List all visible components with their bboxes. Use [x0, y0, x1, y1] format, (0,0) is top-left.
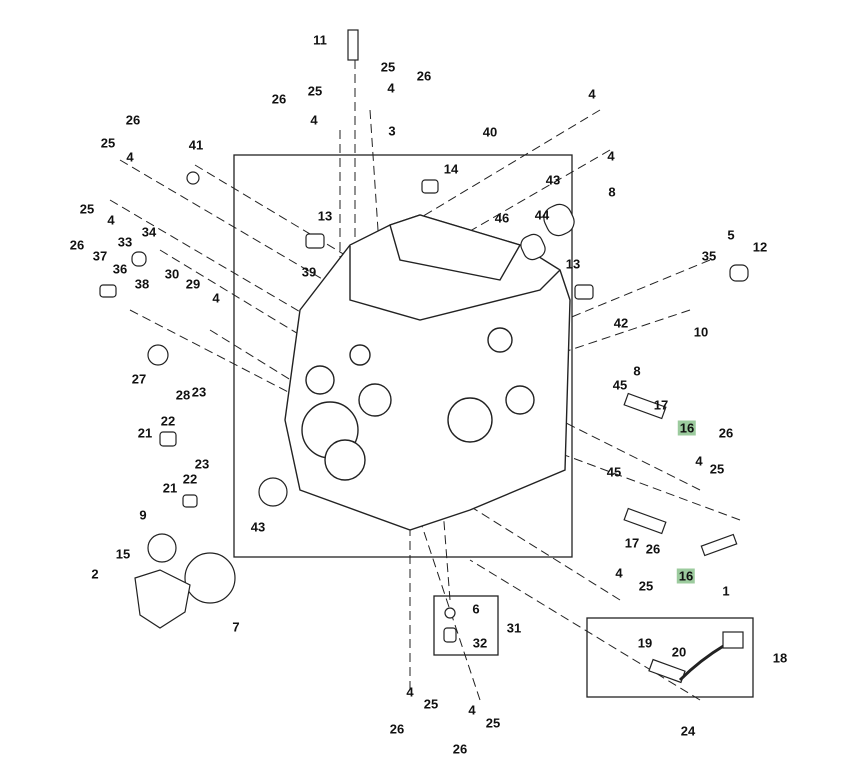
highlighted-callout-label[interactable]: 16 — [677, 420, 697, 436]
callout-label: 26 — [125, 112, 141, 128]
callout-label: 23 — [194, 456, 210, 472]
callout-label: 34 — [141, 224, 157, 240]
callout-label: 13 — [317, 208, 333, 224]
callout-label: 4 — [212, 290, 220, 306]
callout-label: 29 — [185, 276, 201, 292]
callout-label: 4 — [615, 565, 623, 581]
callout-label: 41 — [188, 137, 204, 153]
callout-label: 35 — [701, 248, 717, 264]
callout-label: 36 — [112, 261, 128, 277]
callout-label: 32 — [472, 635, 488, 651]
callout-label: 3 — [388, 123, 396, 139]
callout-label: 10 — [693, 324, 709, 340]
callout-label: 28 — [175, 387, 191, 403]
callout-label: 22 — [160, 413, 176, 429]
callout-label: 24 — [680, 723, 696, 739]
callout-label: 26 — [645, 541, 661, 557]
callout-label: 21 — [137, 425, 153, 441]
callout-label: 33 — [117, 234, 133, 250]
callout-label: 45 — [612, 377, 628, 393]
callout-label: 21 — [162, 480, 178, 496]
callout-label: 31 — [506, 620, 522, 636]
callout-label: 1 — [722, 583, 730, 599]
sensor-kit-18-frame — [586, 617, 754, 698]
callout-label: 38 — [134, 276, 150, 292]
callout-label: 43 — [545, 172, 561, 188]
callout-label: 7 — [232, 619, 240, 635]
callout-label: 26 — [69, 237, 85, 253]
callout-label: 4 — [387, 80, 395, 96]
callout-label: 43 — [250, 519, 266, 535]
callout-label: 40 — [482, 124, 498, 140]
callout-label: 25 — [485, 715, 501, 731]
callout-label: 13 — [565, 256, 581, 272]
callout-label: 26 — [389, 721, 405, 737]
callout-label: 14 — [443, 161, 459, 177]
callout-label: 25 — [709, 461, 725, 477]
callout-label: 25 — [638, 578, 654, 594]
callout-label: 4 — [310, 112, 318, 128]
callout-label: 26 — [416, 68, 432, 84]
group-31-frame — [433, 595, 499, 656]
highlighted-callout-label[interactable]: 16 — [676, 568, 696, 584]
callout-label: 8 — [633, 363, 641, 379]
callout-label: 17 — [653, 397, 669, 413]
callout-label: 45 — [606, 464, 622, 480]
callout-label: 25 — [423, 696, 439, 712]
housing-assembly-frame — [233, 154, 573, 558]
callout-label: 4 — [126, 149, 134, 165]
callout-label: 23 — [191, 384, 207, 400]
callout-label: 4 — [588, 86, 596, 102]
callout-label: 4 — [468, 702, 476, 718]
callout-label: 12 — [752, 239, 768, 255]
callout-label: 20 — [671, 644, 687, 660]
callout-label: 18 — [772, 650, 788, 666]
callout-label: 4 — [406, 684, 414, 700]
callout-label: 11 — [313, 32, 327, 48]
callout-label: 5 — [727, 227, 735, 243]
callout-label: 37 — [92, 248, 108, 264]
callout-label: 44 — [534, 207, 550, 223]
callout-label: 4 — [607, 148, 615, 164]
callout-label: 26 — [718, 425, 734, 441]
callout-label: 9 — [139, 507, 147, 523]
callout-label: 27 — [131, 371, 147, 387]
callout-label: 25 — [307, 83, 323, 99]
callout-label: 39 — [301, 264, 317, 280]
callout-label: 22 — [182, 471, 198, 487]
callout-label: 30 — [164, 266, 180, 282]
callout-label: 19 — [637, 635, 653, 651]
callout-label: 17 — [624, 535, 640, 551]
small-parts — [99, 29, 749, 684]
callout-label: 2 — [91, 566, 99, 582]
callout-label: 46 — [494, 210, 510, 226]
callout-label: 26 — [271, 91, 287, 107]
callout-label: 4 — [695, 453, 703, 469]
callout-label: 25 — [100, 135, 116, 151]
callout-label: 6 — [472, 601, 480, 617]
callout-label: 25 — [380, 59, 396, 75]
callout-label: 42 — [613, 315, 629, 331]
transmission-housing — [284, 214, 571, 531]
callout-label: 8 — [608, 184, 616, 200]
callout-label: 25 — [79, 201, 95, 217]
callout-label: 15 — [115, 546, 131, 562]
callout-label: 4 — [107, 212, 115, 228]
callout-label: 26 — [452, 741, 468, 757]
